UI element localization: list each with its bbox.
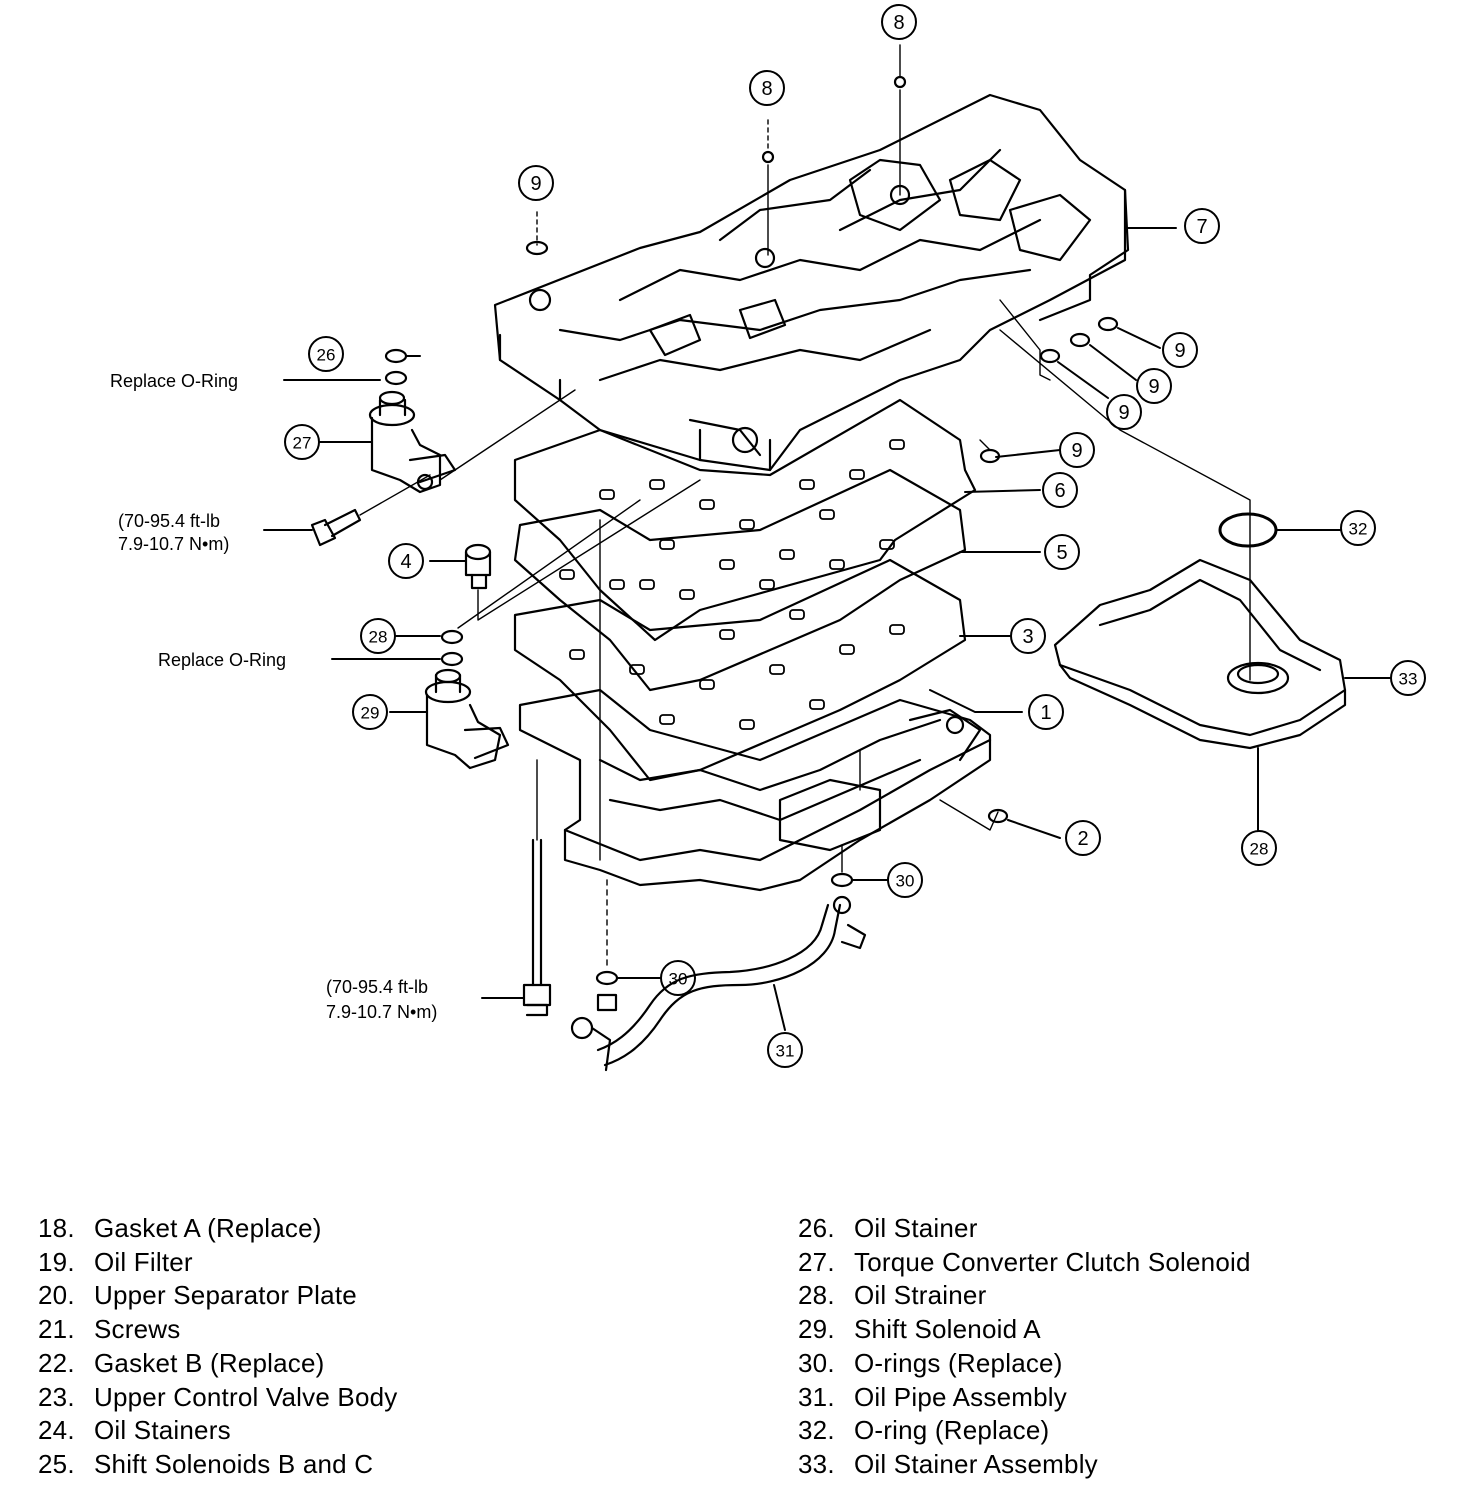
legend-item: 20. Upper Separator Plate: [38, 1279, 397, 1313]
callout-8-left: 8: [761, 78, 772, 100]
callout-33: 33: [1399, 670, 1418, 689]
callout-30-lower: 30: [669, 970, 688, 989]
gasket-b: [513, 468, 967, 692]
long-bolt: [522, 838, 552, 1017]
callout-30-upper: 30: [896, 872, 915, 891]
callout-6: 6: [1054, 480, 1065, 502]
callout-9-right-2: 9: [1148, 376, 1159, 398]
legend-item: 30. O-rings (Replace): [798, 1347, 1251, 1381]
legend-item: 31. Oil Pipe Assembly: [798, 1381, 1251, 1415]
torque-upper-line2: 7.9-10.7 N•m): [118, 534, 229, 554]
legend-item-number: 25.: [38, 1448, 75, 1479]
legend-item-label: Gasket A (Replace): [94, 1213, 322, 1243]
legend-item-number: 30.: [798, 1347, 835, 1378]
callout-3: 3: [1022, 626, 1033, 648]
legend-item: 32. O-ring (Replace): [798, 1414, 1251, 1448]
legend-item-label: O-rings (Replace): [854, 1347, 1063, 1378]
lower-separator-plate: [513, 558, 967, 782]
legend-item: 21. Screws: [38, 1313, 397, 1347]
callout-9-right-3: 9: [1118, 402, 1129, 424]
torque-upper-line1: (70-95.4 ft-lb: [118, 511, 220, 531]
callout-7: 7: [1196, 216, 1207, 238]
legend-item-number: 23.: [38, 1381, 75, 1412]
legend-right-column: 26. Oil Stainer 27. Torque Converter Clutc…: [798, 1212, 1251, 1482]
legend-left-column: 18. Gasket A (Replace) 19. Oil Filter 20. U…: [38, 1212, 397, 1482]
legend-item-number: 20.: [38, 1280, 75, 1311]
annotations: Replace O-Ring Replace O-Ring (70-95.4 f…: [110, 371, 437, 1022]
legend-item-number: 31.: [798, 1381, 835, 1412]
legend-item-label: Oil Filter: [94, 1246, 193, 1277]
legend-item: 33. Oil Stainer Assembly: [798, 1448, 1251, 1482]
legend-item-number: 22.: [38, 1347, 75, 1378]
callout-8-top: 8: [893, 12, 904, 34]
callout-29: 29: [361, 704, 380, 723]
legend-item: 26. Oil Stainer: [798, 1212, 1251, 1246]
legend-item-label: Oil Stainer Assembly: [854, 1448, 1098, 1479]
torque-lower-line1: (70-95.4 ft-lb: [326, 977, 428, 997]
callout-5: 5: [1056, 542, 1067, 564]
callout-9-right-1: 9: [1174, 340, 1185, 362]
callout-28-right: 28: [1250, 840, 1269, 859]
callout-9-top-left: 9: [530, 173, 541, 195]
legend-item: 29. Shift Solenoid A: [798, 1313, 1251, 1347]
legend-item-label: Shift Solenoids B and C: [94, 1448, 374, 1479]
oil-pipe-assembly: [570, 895, 867, 1072]
lower-control-valve-body: [518, 688, 992, 892]
legend-item-label: Oil Stainer: [854, 1213, 978, 1243]
legend-item-number: 32.: [798, 1415, 835, 1446]
replace-oring-upper: Replace O-Ring: [110, 371, 238, 391]
legend-item: 19. Oil Filter: [38, 1246, 397, 1280]
legend-item-label: Upper Control Valve Body: [94, 1381, 398, 1412]
exploded-view-diagram: 1 2 3 4 5 6 7 8 8 9 9 9 9 9 26 27 28 28 …: [110, 4, 1426, 1072]
legend-item-number: 26.: [798, 1213, 835, 1243]
legend-item-label: Torque Converter Clutch Solenoid: [854, 1246, 1251, 1277]
replace-oring-lower: Replace O-Ring: [158, 650, 286, 670]
legend-item-label: Oil Strainer: [854, 1280, 987, 1311]
assembly-guide-lines: [359, 44, 1251, 971]
legend-item-label: Oil Pipe Assembly: [854, 1381, 1067, 1412]
callout-28-left: 28: [369, 628, 388, 647]
leader-lines: [263, 227, 1391, 1031]
legend-item: 22. Gasket B (Replace): [38, 1347, 397, 1381]
callout-numbers: 1 2 3 4 5 6 7 8 8 9 9 9 9 9 26 27 28 28 …: [293, 12, 1418, 1061]
callout-1: 1: [1040, 702, 1051, 724]
legend-item-number: 28.: [798, 1280, 835, 1311]
legend-item-label: Oil Stainers: [94, 1415, 231, 1446]
legend-item-number: 33.: [798, 1448, 835, 1479]
legend-item-label: O-ring (Replace): [854, 1415, 1050, 1446]
callout-9-right-4: 9: [1071, 440, 1082, 462]
o-rings: [384, 75, 1278, 1012]
oil-strainer-assembly: [1053, 558, 1347, 750]
legend-item-label: Upper Separator Plate: [94, 1280, 357, 1311]
legend-item-number: 24.: [38, 1415, 75, 1446]
upper-separator-plate: [513, 398, 977, 642]
upper-bolt: [310, 508, 362, 547]
legend-item: 24. Oil Stainers: [38, 1414, 397, 1448]
legend-item-number: 19.: [38, 1246, 75, 1277]
legend-item-label: Gasket B (Replace): [94, 1347, 325, 1378]
callout-2: 2: [1077, 828, 1088, 850]
legend-item: 18. Gasket A (Replace): [38, 1212, 397, 1246]
legend-item-label: Shift Solenoid A: [854, 1314, 1041, 1345]
callout-circles: [284, 4, 1426, 1068]
legend-item-label: Screws: [94, 1314, 181, 1345]
upper-control-valve-body: [493, 93, 1130, 472]
shift-solenoid-a: [424, 668, 510, 770]
callout-26: 26: [317, 346, 336, 365]
torque-lower-line2: 7.9-10.7 N•m): [326, 1002, 437, 1022]
callout-4: 4: [400, 551, 411, 573]
legend-item: 25. Shift Solenoids B and C: [38, 1448, 397, 1482]
callout-32: 32: [1349, 520, 1368, 539]
legend-item-number: 18.: [38, 1213, 75, 1243]
tcc-solenoid: [368, 390, 457, 494]
legend-item-number: 27.: [798, 1246, 835, 1277]
screw: [464, 543, 492, 590]
legend-item: 28. Oil Strainer: [798, 1279, 1251, 1313]
legend-item: 23. Upper Control Valve Body: [38, 1381, 397, 1415]
legend-item-number: 29.: [798, 1314, 835, 1345]
legend-item-number: 21.: [38, 1314, 75, 1345]
callout-27: 27: [293, 434, 312, 453]
legend-item: 27. Torque Converter Clutch Solenoid: [798, 1246, 1251, 1280]
callout-31: 31: [776, 1042, 795, 1061]
